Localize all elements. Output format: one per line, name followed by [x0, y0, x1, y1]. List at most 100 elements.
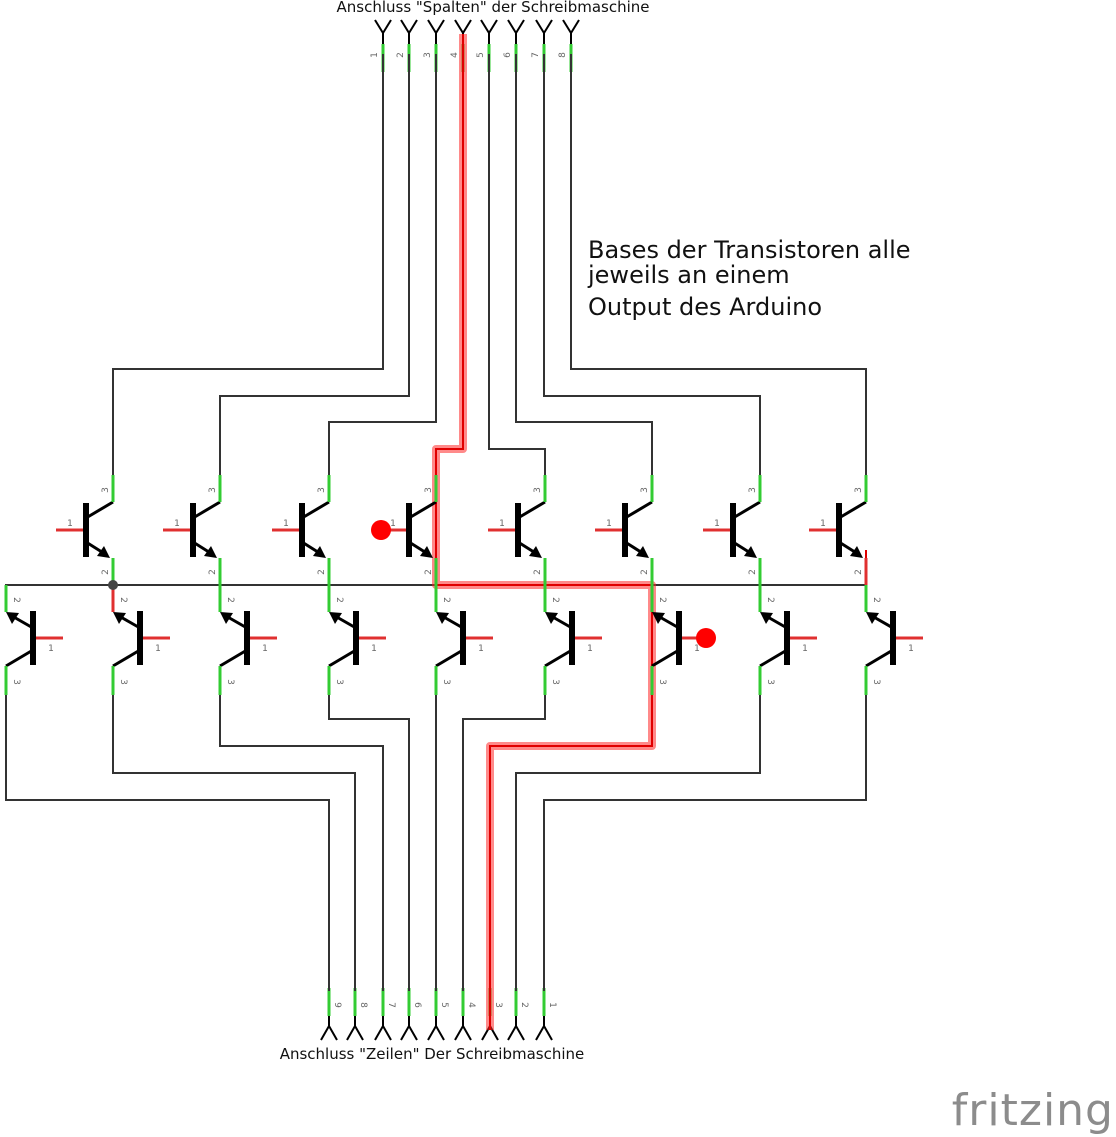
probe-marker[interactable] — [371, 520, 391, 540]
pin-number: 1 — [587, 644, 593, 654]
npn-transistor[interactable]: 132 — [56, 475, 115, 585]
pnp-transistor[interactable]: 123 — [4, 585, 63, 695]
npn-transistor[interactable]: 1 3 2 — [163, 475, 222, 585]
pin-number: 3 — [441, 679, 451, 685]
column-pin-7[interactable]: 7 — [531, 19, 553, 72]
column-pin-5[interactable]: 5 — [476, 19, 498, 72]
pin-number: 1 — [908, 644, 914, 654]
column-pin-8[interactable]: 8 — [558, 19, 580, 72]
pin-number: 3 — [657, 679, 667, 685]
pin-number: 1 — [283, 519, 289, 529]
pin-number: 1 — [499, 519, 505, 529]
column-wire-6 — [515, 54, 653, 476]
pin-number: 2 — [334, 597, 344, 603]
pin-number: 2 — [854, 569, 864, 575]
pin-number: 3 — [225, 679, 235, 685]
row-pin-9[interactable]: 9 — [320, 988, 342, 1041]
note-line-1: Bases der Transistoren alle — [588, 236, 911, 264]
row-wire-1 — [543, 694, 867, 991]
pin-number: 3 — [208, 487, 218, 493]
pin-number: 2 — [101, 569, 111, 575]
row-pin-4[interactable]: 4 — [454, 988, 476, 1041]
row-wire-6 — [328, 694, 410, 991]
row-pin-6[interactable]: 6 — [400, 988, 422, 1041]
pin-number: 2 — [871, 597, 881, 603]
row-wire-9 — [5, 694, 330, 991]
npn-transistor[interactable]: 1 3 2 — [595, 475, 654, 585]
pin-number: 2 — [640, 569, 650, 575]
pin-number: 2 — [208, 569, 218, 575]
column-wire-7 — [543, 54, 761, 476]
pin-number: 2 — [118, 597, 128, 603]
pin-number: 1 — [371, 644, 377, 654]
pin-number: 1 — [694, 644, 700, 654]
pin-number: 3 — [101, 487, 111, 493]
pin-number: 8 — [558, 52, 568, 58]
pin-number: 6 — [503, 52, 513, 58]
column-wire-2 — [219, 54, 410, 476]
npn-transistor[interactable]: 1 3 2 — [272, 475, 331, 585]
pin-number: 3 — [493, 1002, 503, 1008]
pin-number: 3 — [765, 679, 775, 685]
row-pin-5[interactable]: 5 — [427, 988, 449, 1041]
row-pin-2[interactable]: 2 — [507, 988, 529, 1041]
pin-number: 1 — [174, 519, 180, 529]
pin-number: 3 — [11, 679, 21, 685]
pin-number: 3 — [533, 487, 543, 493]
pin-number: 4 — [450, 52, 460, 58]
pin-number: 2 — [317, 569, 327, 575]
pin-number: 2 — [657, 597, 667, 603]
pin-number: 5 — [476, 52, 486, 58]
pnp-transistor[interactable]: 123 — [758, 585, 817, 695]
row-pin-8[interactable]: 8 — [346, 988, 368, 1041]
npn-transistor[interactable]: 132 — [809, 475, 868, 585]
pin-number: 1 — [478, 644, 484, 654]
npn-transistor[interactable]: 1 3 2 — [488, 475, 547, 585]
pin-number: 3 — [640, 487, 650, 493]
pin-number: 3 — [118, 679, 128, 685]
pnp-transistor[interactable]: 123 — [327, 585, 386, 695]
pin-number: 3 — [423, 52, 433, 58]
pin-number: 3 — [550, 679, 560, 685]
pnp-transistor[interactable]: 123 — [218, 585, 277, 695]
row-wire-2 — [515, 694, 761, 991]
pin-number: 2 — [550, 597, 560, 603]
pin-number: 1 — [48, 644, 54, 654]
pnp-transistor[interactable]: 1 2 3 — [111, 585, 170, 695]
row-pin-7[interactable]: 7 — [374, 988, 396, 1041]
npn-transistor[interactable]: 132 — [703, 475, 762, 585]
pnp-transistor[interactable]: 123 — [434, 585, 493, 695]
pin-number: 3 — [854, 487, 864, 493]
pin-number: 9 — [332, 1002, 342, 1008]
row-pin-1[interactable]: 1 — [535, 988, 557, 1041]
pin-number: 3 — [317, 487, 327, 493]
column-pin-3[interactable]: 3 — [423, 19, 445, 72]
row-wire-8 — [112, 694, 356, 991]
pin-number: 2 — [519, 1002, 529, 1008]
probe-marker[interactable] — [696, 628, 716, 648]
columns-connector-title: Anschluss "Spalten" der Schreibmaschine — [337, 0, 650, 16]
fritzing-logo: fritzing — [952, 1085, 1114, 1136]
pnp-transistor[interactable]: 123 — [864, 585, 923, 695]
pin-number: 3 — [424, 487, 434, 493]
pin-number: 7 — [531, 52, 541, 58]
pin-number: 1 — [802, 644, 808, 654]
arduino-note: Bases der Transistoren alle jeweils an e… — [587, 236, 911, 321]
pin-number: 1 — [155, 644, 161, 654]
column-pin-2[interactable]: 2 — [396, 19, 418, 72]
column-pin-1[interactable]: 1 — [370, 19, 392, 72]
note-line-3: Output des Arduino — [588, 293, 822, 321]
pin-number: 1 — [547, 1002, 557, 1008]
column-wire-8 — [570, 54, 867, 476]
pnp-transistor[interactable]: 1 2 3 — [543, 585, 602, 695]
column-pin-6[interactable]: 6 — [503, 19, 525, 72]
junction-dot — [108, 580, 118, 590]
pin-number: 2 — [533, 569, 543, 575]
pin-number: 3 — [748, 487, 758, 493]
pin-number: 1 — [606, 519, 612, 529]
row-wire-4 — [462, 694, 546, 991]
pnp-transistor[interactable]: 1 2 3 — [650, 585, 709, 695]
